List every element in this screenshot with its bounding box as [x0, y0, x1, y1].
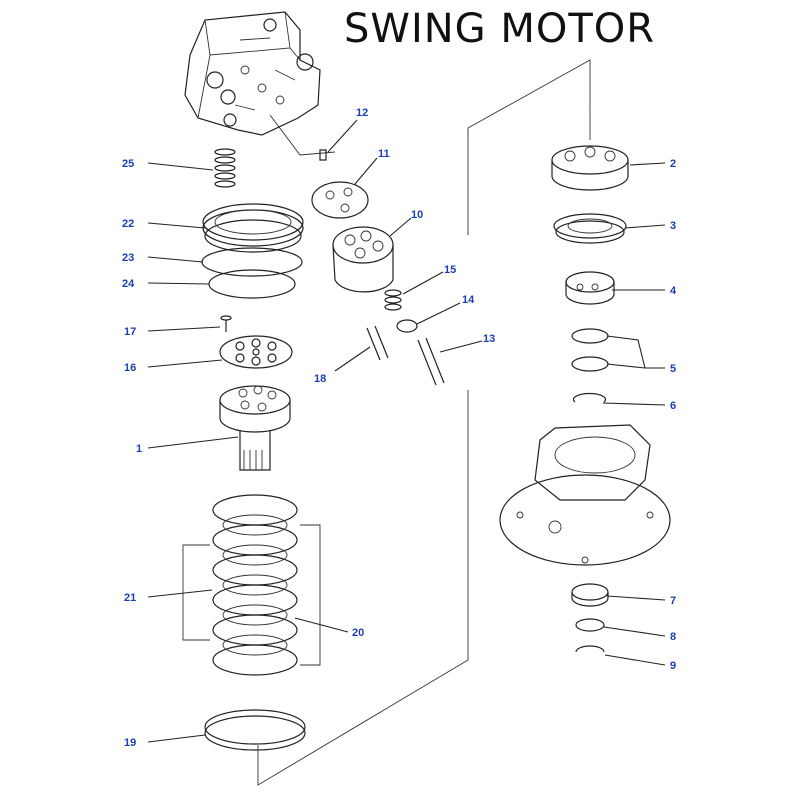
label-7: 7: [670, 595, 676, 607]
part-labels: 25 22 23 24 17 16 1 21 20 19 12 11 10 15…: [122, 107, 677, 749]
part-6-snap-ring: [572, 392, 607, 403]
label-14: 14: [462, 294, 475, 306]
part-8-spacer: [575, 618, 605, 632]
label-2: 2: [670, 158, 676, 170]
part-1-shaft-gear: [219, 385, 291, 471]
label-8: 8: [670, 631, 676, 643]
label-23: 23: [122, 252, 134, 264]
label-18: 18: [314, 373, 326, 385]
diagram-title: SWING MOTOR: [344, 6, 656, 52]
label-6: 6: [670, 400, 676, 412]
label-21: 21: [124, 592, 136, 604]
part-5-shim-lower: [571, 356, 609, 372]
part-18-pin: [366, 325, 389, 361]
valve-block: [184, 11, 321, 136]
part-10-cylinder-block: [332, 226, 394, 293]
label-24: 24: [122, 278, 135, 290]
label-17: 17: [124, 326, 136, 338]
label-9: 9: [670, 660, 676, 672]
part-4-bearing: [565, 271, 615, 305]
part-17-bolt: [220, 315, 232, 332]
motor-housing: [499, 424, 671, 566]
label-1: 1: [136, 443, 142, 455]
part-25-spring: [214, 148, 236, 188]
label-13: 13: [483, 333, 495, 345]
part-5-shim-upper: [571, 328, 609, 344]
part-9-snap-ring: [575, 645, 605, 653]
part-3-seal: [553, 213, 627, 244]
label-22: 22: [122, 218, 134, 230]
label-4: 4: [670, 285, 677, 297]
part-16-retainer-plate: [219, 335, 293, 369]
part-7-bearing: [571, 583, 609, 607]
part-13-pin-shaft: [417, 337, 445, 386]
label-15: 15: [444, 264, 456, 276]
assembly-guide-lines: [257, 59, 591, 786]
label-10: 10: [411, 209, 423, 221]
part-22-ring-housing: [202, 203, 304, 253]
part-2-bearing: [551, 145, 629, 191]
leader-lines: [147, 119, 666, 743]
label-19: 19: [124, 737, 136, 749]
label-16: 16: [124, 362, 136, 374]
label-5: 5: [670, 363, 676, 375]
label-20: 20: [352, 627, 364, 639]
parts-20-21-plates: [182, 494, 321, 676]
label-25: 25: [122, 158, 134, 170]
label-11: 11: [378, 148, 390, 160]
part-19-ring: [204, 709, 306, 751]
part-24-o-ring: [208, 269, 296, 299]
part-15-spring: [384, 289, 402, 311]
label-3: 3: [670, 220, 676, 232]
part-12-pin: [319, 149, 327, 161]
label-12: 12: [356, 107, 368, 119]
part-11-valve-plate: [311, 181, 369, 219]
part-14-collar: [396, 319, 418, 333]
